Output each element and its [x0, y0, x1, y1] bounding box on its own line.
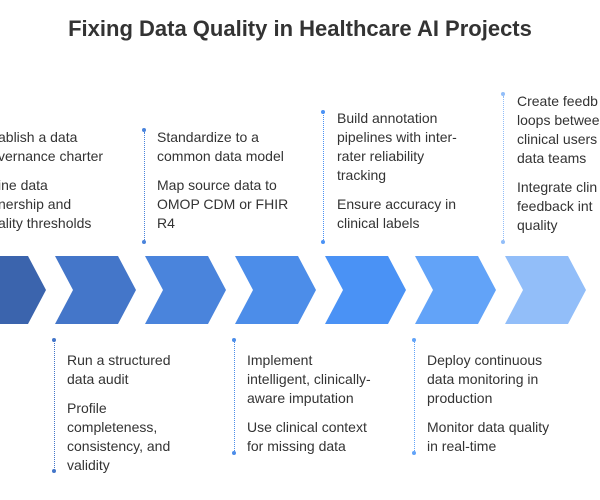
step-1-heading: ablish a data vernance charter: [0, 129, 104, 164]
chevron-step-3: [145, 256, 226, 324]
connector-line-4: [234, 340, 235, 453]
connector-line-6: [414, 340, 415, 453]
step-1-detail: ine data nership and ality thresholds: [0, 177, 92, 231]
step-6-text: Deploy continuous data monitoring in pro…: [427, 351, 587, 466]
step-4-text: Implement intelligent, clinically- aware…: [247, 351, 407, 466]
step-2-text: Run a structured data audit Profile comp…: [67, 351, 227, 485]
step-4-heading: Implement intelligent, clinically- aware…: [247, 352, 371, 406]
connector-dot-4-top: [232, 338, 236, 342]
connector-dot-6-top: [412, 338, 416, 342]
step-1-text: ablish a data vernance charter ine data …: [0, 128, 138, 243]
step-7-text: Create feedb loops betwee clinical users…: [517, 92, 600, 245]
chevron-step-1: [0, 256, 46, 324]
chevron-step-7: [505, 256, 586, 324]
step-4-detail: Use clinical context for missing data: [247, 419, 367, 454]
connector-line-2: [54, 340, 55, 470]
connector-dot-2-top: [52, 338, 56, 342]
step-7-heading: Create feedb loops betwee clinical users…: [517, 93, 600, 166]
step-3-detail: Map source data to OMOP CDM or FHIR R4: [157, 177, 289, 231]
connector-line-7: [503, 96, 504, 240]
connector-line-5: [323, 113, 324, 240]
connector-dot-5-bottom: [321, 240, 325, 244]
step-7-detail: Integrate clin feedback int quality: [517, 179, 598, 233]
step-6-heading: Deploy continuous data monitoring in pro…: [427, 352, 543, 406]
connector-dot-5-top: [321, 110, 325, 114]
connector-dot-6-bottom: [412, 451, 416, 455]
chevron-step-6: [415, 256, 496, 324]
chevron-step-2: [55, 256, 136, 324]
connector-line-3: [144, 132, 145, 240]
step-5-detail: Ensure accuracy in clinical labels: [337, 196, 457, 231]
step-2-detail: Profile completeness, consistency, and v…: [67, 400, 171, 473]
connector-dot-7-bottom: [501, 240, 505, 244]
step-3-heading: Standardize to a common data model: [157, 129, 284, 164]
step-2-heading: Run a structured data audit: [67, 352, 171, 387]
connector-dot-2-bottom: [52, 469, 56, 473]
connector-dot-4-bottom: [232, 451, 236, 455]
connector-dot-7-top: [501, 92, 505, 96]
chevron-step-5: [325, 256, 406, 324]
connector-dot-3-top: [142, 128, 146, 132]
chevron-step-4: [235, 256, 316, 324]
connector-dot-3-bottom: [142, 240, 146, 244]
step-6-detail: Monitor data quality in real-time: [427, 419, 550, 454]
step-5-heading: Build annotation pipelines with inter- r…: [337, 110, 457, 183]
step-5-text: Build annotation pipelines with inter- r…: [337, 109, 497, 243]
page-title: Fixing Data Quality in Healthcare AI Pro…: [68, 16, 532, 41]
step-3-text: Standardize to a common data model Map s…: [157, 128, 317, 243]
